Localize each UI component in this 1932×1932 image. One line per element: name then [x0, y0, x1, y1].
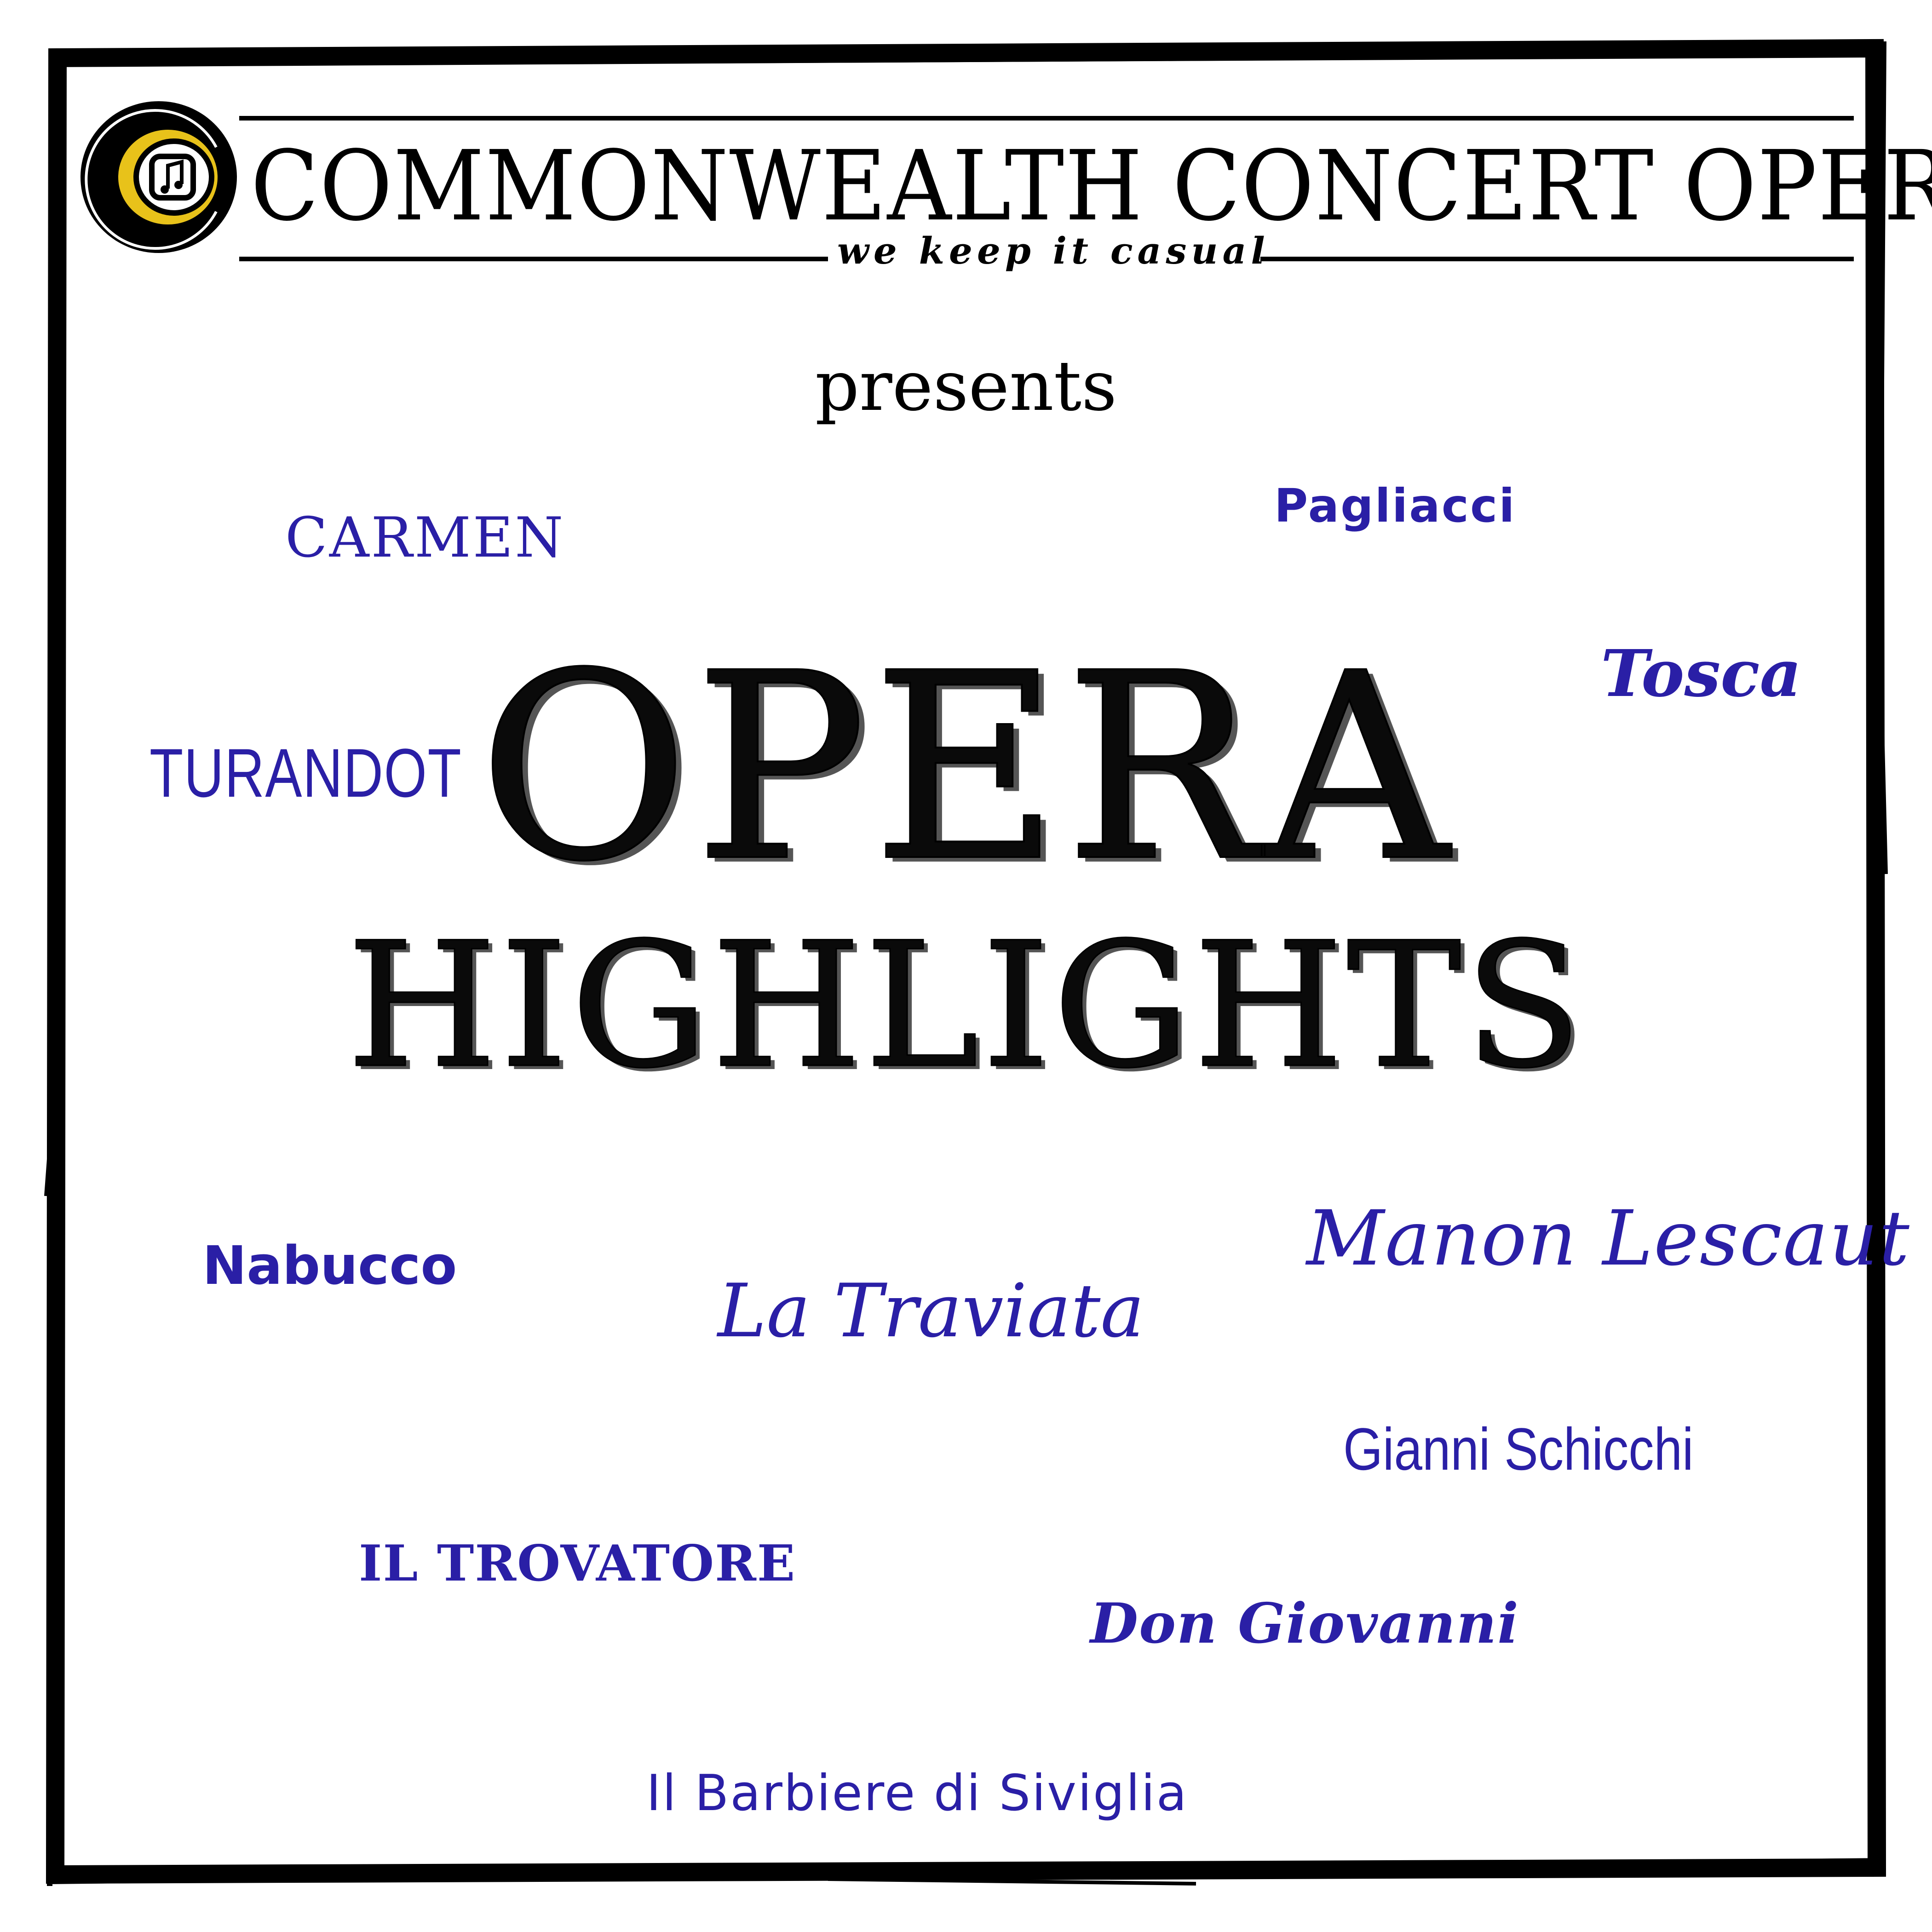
opera-tosca: Tosca — [1601, 636, 1802, 712]
opera-carmen: CARMEN — [285, 506, 565, 570]
title-highlights: HIGHLIGHTS — [346, 906, 1586, 1106]
opera-il-trovatore: IL TROVATORE — [359, 1535, 796, 1593]
header-bottom-rule-left — [239, 257, 828, 261]
opera-turandot: TURANDOT — [150, 734, 462, 811]
presents-text: presents — [815, 346, 1117, 426]
opera-il-barbiere: Il Barbiere di Siviglia — [646, 1765, 1188, 1822]
header-bottom-rule-right — [1260, 257, 1854, 261]
opera-pagliacci: Pagliacci — [1274, 479, 1516, 533]
opera-don-giovanni: Don Giovanni — [1090, 1591, 1519, 1656]
title-opera: OPERA — [477, 618, 1454, 918]
opera-gianni-schicchi: Gianni Schicchi — [1343, 1415, 1694, 1483]
brand-name: COMMONWEALTH CONCERT OPERA — [251, 130, 1932, 242]
header-top-rule — [239, 116, 1854, 121]
opera-manon-lescaut: Manon Lescaut — [1306, 1194, 1910, 1282]
opera-nabucco: Nabucco — [202, 1235, 457, 1297]
brand-tagline: we keep it casual — [837, 229, 1270, 272]
opera-la-traviata: La Traviata — [718, 1268, 1144, 1354]
